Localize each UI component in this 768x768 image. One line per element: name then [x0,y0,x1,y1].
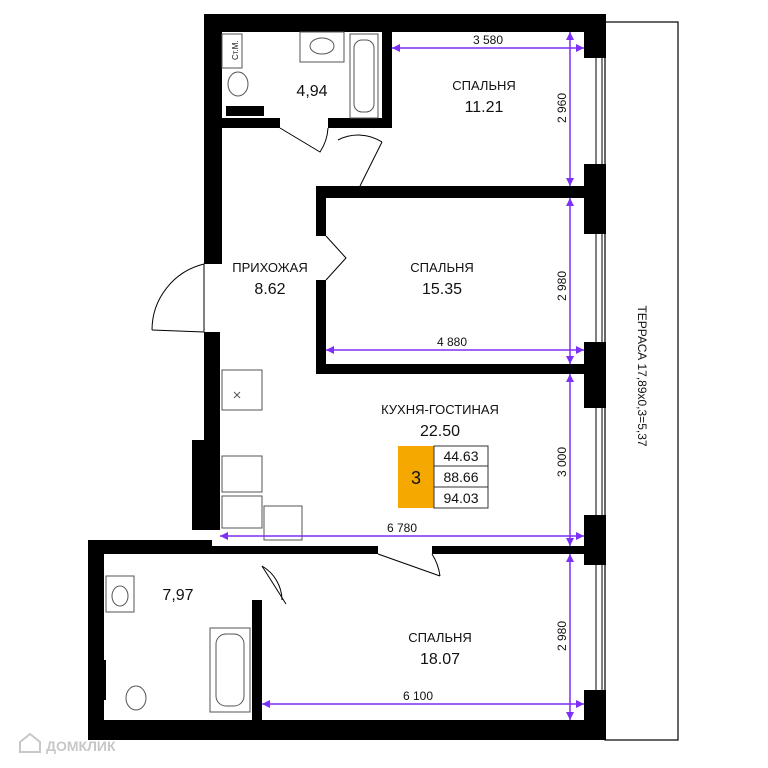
hall-area: 8.62 [254,281,285,298]
sink-bowl-icon [309,37,335,55]
dim-label-d1: 3 580 [473,33,503,47]
wall-left-middle [204,332,220,442]
small-fixtures [94,106,264,700]
sink-bottom-icon [111,585,129,607]
chair-icon [263,505,303,541]
dimension-lines [220,32,584,720]
watermark-text: ДОМКЛИК [46,738,116,754]
wall-right-3 [584,342,606,408]
wall-bed2-left-upper [316,186,326,236]
bedroom2-name: СПАЛЬНЯ [410,260,474,275]
wall-bath-bottom-right [328,118,392,128]
fridge [221,369,263,411]
bathroom-top-area: 4,94 [296,83,327,100]
wall-right-5 [584,690,606,740]
stove-icon [221,455,263,493]
total-area-value: 88.66 [443,469,478,485]
washer-label: Ст.М. [231,40,240,60]
bathtub-inner-icon [353,39,375,113]
dim-label-d2: 2 960 [555,93,569,123]
entrance-door [151,263,205,332]
dimension-labels: 3 580 2 960 2 980 4 880 3 000 6 780 2 98… [387,33,569,703]
bathtub-top [349,33,379,119]
bedroom1-door [337,134,383,187]
dim-label-d8: 6 100 [403,689,433,703]
radiator-kitchen [200,448,212,470]
fixtures [105,31,379,713]
toilet-bottom-icon [125,685,147,711]
wall-right-2 [584,164,606,234]
radiator-bath [226,106,264,116]
wall-left-upper [204,14,222,264]
house-logo-icon [19,732,41,753]
bedroom3-door [377,553,441,577]
wall-right-4 [584,515,606,565]
bathtub-bottom [209,627,251,713]
bath-bottom-door [261,565,287,605]
rooms-count-box [398,446,434,508]
windows [595,58,603,690]
room-labels: Ст.М. 4,94 СПАЛЬНЯ 11.21 СПАЛЬНЯ 15.35 П… [162,40,515,668]
watermark: ДОМКЛИК [19,732,116,754]
terrace-total-box [433,486,489,509]
wall-left-lower [88,540,104,740]
bedroom1-area: 11.21 [465,99,504,116]
wall-right-1 [584,14,606,58]
bedroom2-area: 15.35 [422,281,462,298]
wall-bed2-left-lower [316,280,326,372]
wall-top [204,14,606,32]
bedroom1-name: СПАЛЬНЯ [452,78,516,93]
doors [151,127,441,605]
wall-kitchen-bed3-right [432,546,586,554]
wall-kitchen-bed3-left [212,546,378,554]
sink-kitchen-icon [221,495,263,529]
terrace-label: ТЕРРАСА 17,89х0,3=5,37 [635,305,649,446]
sink-top [299,31,345,63]
hall-name: ПРИХОЖАЯ [232,260,308,275]
dim-label-d4: 4 880 [437,335,467,349]
sink-bottom [105,575,135,613]
walls [88,14,606,740]
dim-label-d6: 6 780 [387,521,417,535]
wall-bath-top [88,540,212,554]
wall-bath-bottom-left [220,118,280,128]
dim-label-d3: 2 980 [555,271,569,301]
dim-label-d7: 2 980 [555,621,569,651]
summary-badge: 3 44.63 88.66 94.03 [398,445,489,509]
bedroom2-door [325,235,347,281]
dim-label-d5: 3 000 [555,447,569,477]
wall-bed1-bed2 [316,186,586,198]
dimension-arrows [220,32,584,720]
wall-bath2-bed3 [252,600,262,720]
wall-bed2-kitchen [316,364,586,374]
washer-top [221,33,243,69]
bedroom3-area: 18.07 [420,651,460,668]
wall-bath-right [382,32,392,128]
rooms-count: 3 [411,468,421,488]
kitchen-living-area: 22.50 [420,423,460,440]
area-with-terrace-value: 94.03 [443,490,478,506]
wall-bottom [88,720,606,740]
toilet-top-icon [227,71,249,97]
bathtub-bottom-inner-icon [215,633,245,707]
radiator-bath2 [94,660,106,700]
bedroom3-name: СПАЛЬНЯ [408,630,472,645]
living-area-value: 44.63 [443,448,478,464]
bathroom-bottom-area: 7,97 [162,587,193,604]
kitchen-living-name: КУХНЯ-ГОСТИНАЯ [381,402,499,417]
bath-top-door [279,127,329,153]
